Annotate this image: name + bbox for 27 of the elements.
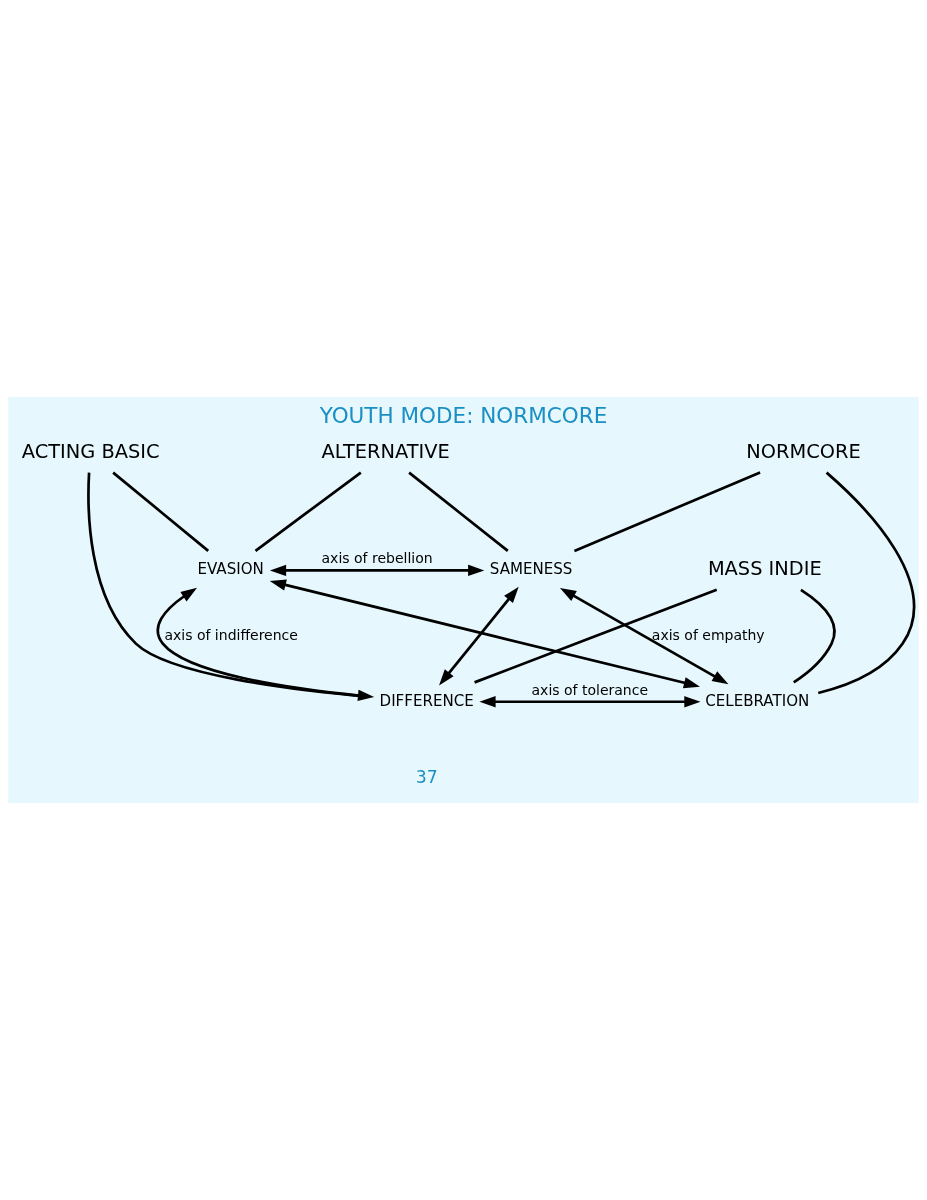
connector — [408, 471, 509, 552]
connector — [792, 588, 836, 684]
arrow — [439, 586, 519, 686]
arrow — [269, 564, 485, 577]
edge-label: axis of tolerance — [531, 681, 649, 698]
node-text: ALTERNATIVE — [321, 439, 450, 463]
connector — [474, 588, 718, 684]
arrow — [559, 587, 729, 685]
arrow — [269, 579, 700, 689]
node-text: NORMCORE — [746, 439, 861, 463]
diagram-title: YOUTH MODE: NORMCORE — [319, 402, 608, 428]
label: 37 — [415, 767, 438, 788]
edge-label: axis of rebellion — [321, 550, 433, 567]
node-text: EVASION — [197, 560, 264, 579]
node-text: DIFFERENCE — [379, 691, 474, 710]
edge-label: axis of empathy — [651, 626, 765, 643]
node-text: ACTING BASIC — [21, 439, 160, 463]
node-text: CELEBRATION — [705, 691, 810, 710]
edge-label: axis of indifference — [164, 626, 298, 643]
node-text: MASS INDIE — [707, 557, 822, 581]
connector — [254, 471, 362, 552]
node-text: SAMENESS — [489, 560, 573, 579]
connector — [573, 471, 761, 553]
connector — [817, 471, 916, 695]
connector — [87, 472, 371, 699]
connector — [112, 471, 210, 552]
arrow — [479, 696, 701, 708]
